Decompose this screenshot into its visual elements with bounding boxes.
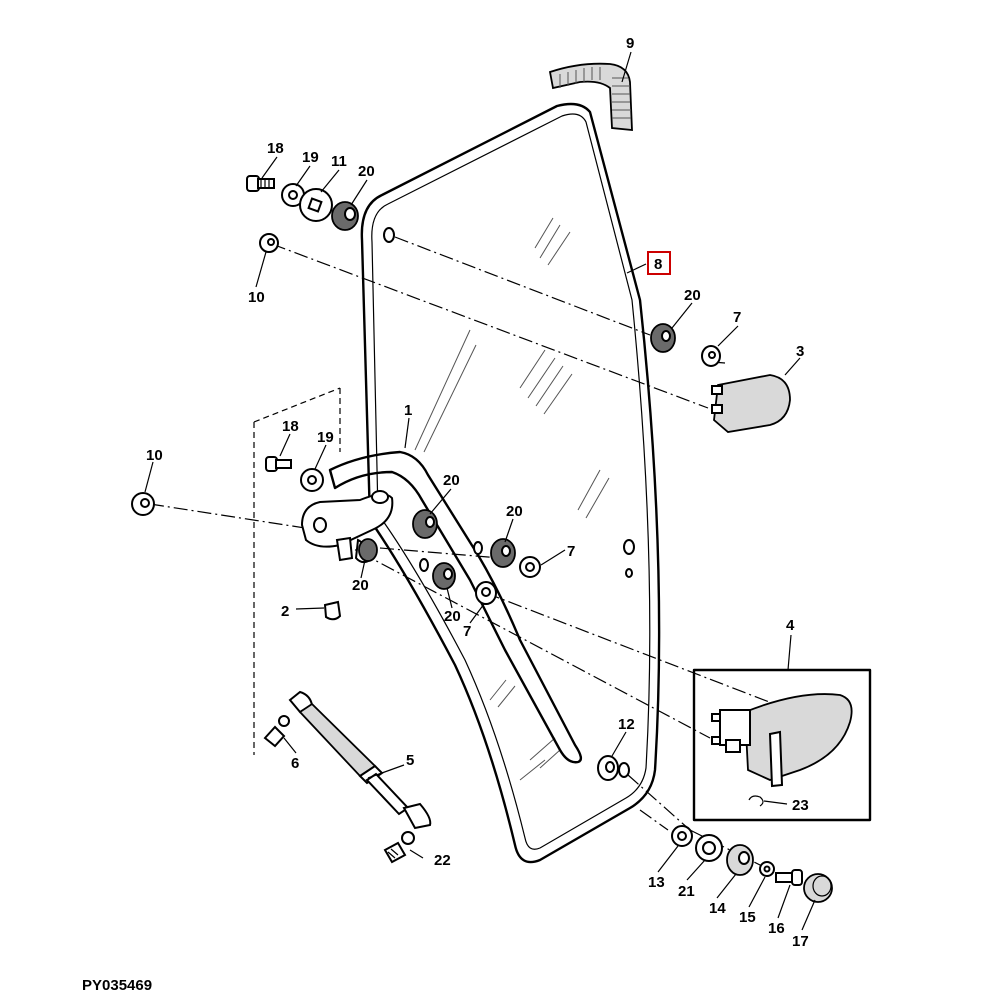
- callout-22: 22: [434, 852, 451, 869]
- gas-strut: [263, 690, 432, 864]
- callout-14: 14: [709, 900, 726, 917]
- callout-8: 8: [654, 256, 662, 273]
- callout-8-highlight: [647, 251, 671, 275]
- spacer-11: [299, 188, 333, 222]
- assembly-axis-lines: [149, 236, 801, 886]
- spacer-14: [726, 844, 754, 876]
- grommet-20-upper: [331, 201, 359, 231]
- callout-23: 23: [792, 797, 809, 814]
- bottom-fastener-stack: [671, 825, 833, 903]
- washer-15: [759, 861, 775, 877]
- lower-fastener-stack: [131, 456, 324, 516]
- callout-3: 3: [796, 343, 804, 360]
- callout-4: 4: [786, 617, 795, 634]
- door-strap: [300, 450, 583, 764]
- latch-bracket-3: [711, 374, 791, 433]
- upper-fastener-stack: [246, 175, 359, 253]
- callout-20-right: 20: [684, 287, 701, 304]
- callout-11: 11: [331, 153, 347, 170]
- ball-stud-6: [263, 715, 290, 748]
- clip-23: [748, 795, 764, 807]
- callout-20-hinge: 20: [352, 577, 369, 594]
- callout-20-strap-c: 20: [444, 608, 461, 625]
- callout-2: 2: [281, 603, 289, 620]
- callout-7-middle: 7: [567, 543, 575, 560]
- callout-17: 17: [792, 933, 809, 950]
- bushing-21: [695, 834, 723, 862]
- handle-inset-box: [692, 668, 872, 822]
- figure-id: PY035469: [82, 977, 152, 994]
- washer-7-middle: [519, 556, 541, 578]
- callout-5: 5: [406, 752, 414, 769]
- grommet-20-right: [650, 323, 676, 353]
- callout-labels: 9 18 19 11 20 10 8 20 7 3 1 18 19 10 20 …: [146, 35, 809, 950]
- callout-16: 16: [768, 920, 785, 937]
- cap-nut-2: [323, 600, 342, 621]
- callout-18-lower: 18: [282, 418, 299, 435]
- bolt-18-upper: [246, 175, 275, 192]
- strap-grommets: [358, 509, 541, 605]
- callout-7-lower: 7: [463, 623, 471, 640]
- callout-13: 13: [648, 874, 665, 891]
- callout-20-upper: 20: [358, 163, 375, 180]
- washer-13: [671, 825, 693, 847]
- callout-15: 15: [739, 909, 756, 926]
- seal-strip: [548, 62, 633, 131]
- grommet-20-c: [432, 562, 456, 590]
- grommet-20-b: [490, 538, 516, 568]
- washer-10-upper: [259, 233, 279, 253]
- bolt-18-lower: [265, 456, 292, 472]
- hinge-group-outline: [253, 387, 341, 755]
- callout-20-strap-a: 20: [443, 472, 460, 489]
- callout-1: 1: [404, 402, 412, 419]
- callout-10-lower: 10: [146, 447, 163, 464]
- callout-6: 6: [291, 755, 299, 772]
- washer-7-lower: [475, 581, 497, 605]
- grommet-20-d: [358, 538, 378, 562]
- callout-20-strap-b: 20: [506, 503, 523, 520]
- washer-10-lower: [131, 492, 155, 516]
- ball-stud-22: [383, 831, 415, 864]
- grommet-20-a: [412, 509, 438, 539]
- callout-12: 12: [618, 716, 635, 733]
- callout-7-upper: 7: [733, 309, 741, 326]
- door-glass-panel: [360, 102, 661, 864]
- upper-latch-group: [650, 323, 791, 433]
- washer-19-upper: [281, 183, 305, 207]
- washer-12: [597, 755, 619, 781]
- callout-18-upper: 18: [267, 140, 284, 157]
- callout-10-upper: 10: [248, 289, 265, 306]
- washer-19-lower: [300, 468, 324, 492]
- callout-leaders: [144, 51, 816, 931]
- callout-21: 21: [678, 883, 695, 900]
- knob-17: [803, 873, 833, 903]
- washer-7-upper: [701, 345, 721, 367]
- screw-16: [775, 869, 803, 886]
- callout-19-lower: 19: [317, 429, 334, 446]
- door-handle-4: [711, 693, 853, 788]
- callout-19-upper: 19: [302, 149, 319, 166]
- callout-9: 9: [626, 35, 634, 52]
